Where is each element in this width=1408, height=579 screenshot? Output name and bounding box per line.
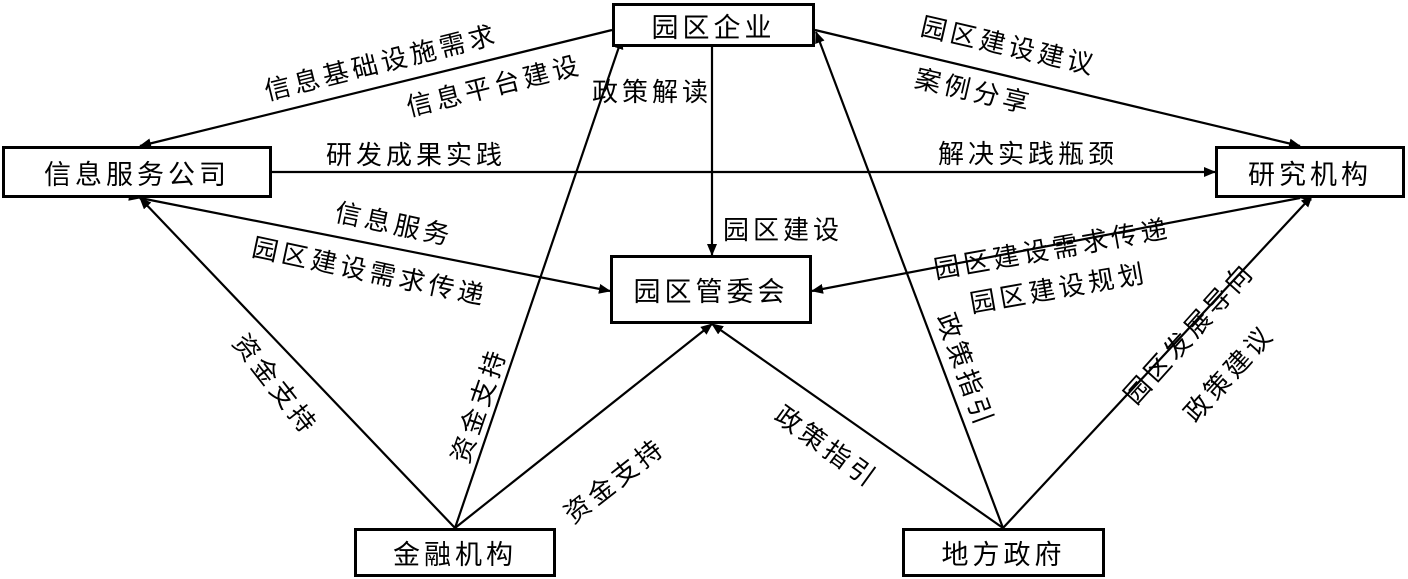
edge-gov-research [1002,195,1313,529]
node-research: 研究机构 [1215,146,1405,198]
node-park-committee: 园区管委会 [610,255,812,324]
node-government: 地方政府 [902,528,1105,577]
edge-finance-info [139,197,456,529]
edge-finance-enterprise [453,37,624,529]
label-rd-practice: 研发成果实践 [326,141,507,171]
edge-info-committee [128,190,611,294]
edge-research-committee [811,191,1312,294]
label-park-build: 园区建设 [723,216,844,246]
edge-enterprise-research [803,22,1301,149]
edge-gov-enterprise [814,31,1005,529]
label-policy-reading: 政策解读 [592,78,713,108]
node-finance: 金融机构 [354,528,556,577]
edge-finance-committee [454,323,713,529]
node-info-service: 信息服务公司 [2,146,272,198]
edge-enterprise-info [139,22,624,149]
node-park-enterprise: 园区企业 [612,3,815,47]
label-solve-bottleneck: 解决实践瓶颈 [938,140,1119,170]
edge-gov-committee [711,323,1004,529]
